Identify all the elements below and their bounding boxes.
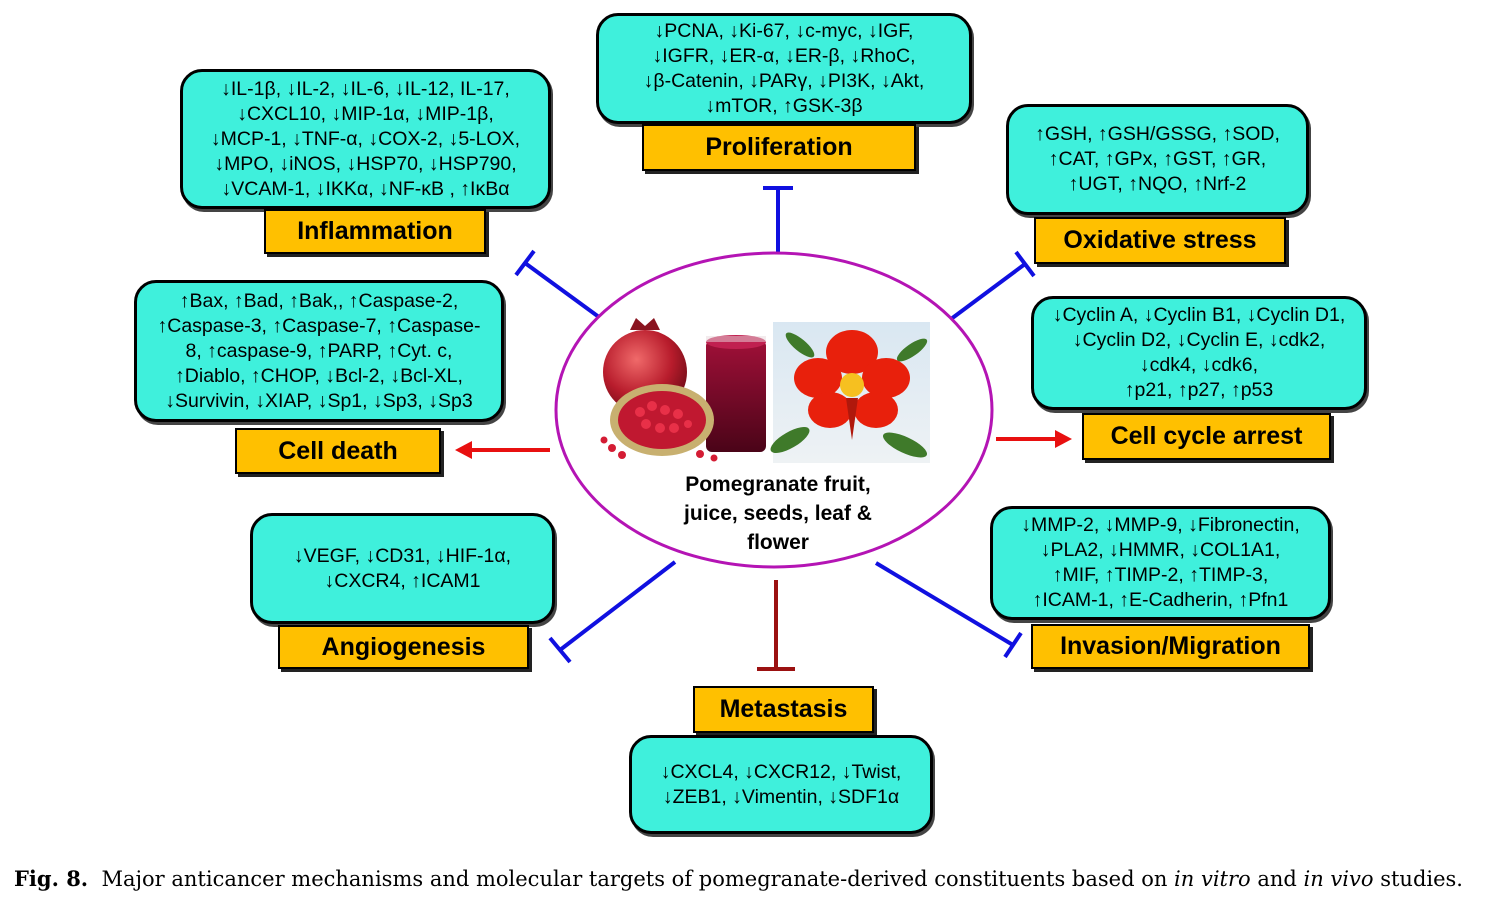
metastasis-targets: ↓CXCL4, ↓CXCR12, ↓Twist, ↓ZEB1, ↓Vimenti… — [629, 735, 933, 834]
edge-angiogenesis — [548, 560, 677, 664]
pomegranate-fruit-and-juice-image — [600, 318, 766, 462]
inflammation-targets: ↓IL-1β, ↓IL-2, ↓IL-6, ↓IL-12, IL-17, ↓CX… — [180, 69, 551, 209]
caption-italic-in-vivo: in vivo — [1303, 867, 1374, 891]
angiogenesis-targets: ↓VEGF, ↓CD31, ↓HIF-1α, ↓CXCR4, ↑ICAM1 — [250, 513, 555, 624]
edge-cell-cycle-arrest — [996, 430, 1072, 448]
caption-italic-in-vitro: in vitro — [1174, 867, 1251, 891]
caption-text-a: Major anticancer mechanisms and molecula… — [101, 867, 1175, 891]
figure-caption: Fig. 8. Major anticancer mechanisms and … — [14, 866, 1494, 891]
edge-oxidative-stress — [945, 250, 1036, 324]
invasion-migration-label: Invasion/Migration — [1031, 624, 1310, 669]
angiogenesis-label: Angiogenesis — [278, 625, 529, 669]
edge-metastasis — [757, 580, 795, 671]
edge-proliferation — [763, 186, 793, 262]
pomegranate-flower-image — [770, 322, 930, 463]
caption-text-c: studies. — [1373, 867, 1463, 891]
figure-label: Fig. 8. — [14, 866, 89, 891]
edge-invasion-migration — [874, 561, 1023, 659]
proliferation-targets: ↓PCNA, ↓Ki-67, ↓c-myc, ↓IGF, ↓IGFR, ↓ER-… — [596, 13, 972, 124]
cell-cycle-arrest-targets: ↓Cyclin A, ↓Cyclin B1, ↓Cyclin D1, ↓Cycl… — [1031, 296, 1367, 410]
caption-text-b: and — [1250, 867, 1304, 891]
edge-inflammation — [514, 249, 605, 322]
edge-cell-death — [455, 441, 550, 459]
center-caption: Pomegranate fruit, juice, seeds, leaf & … — [684, 473, 872, 554]
metastasis-label: Metastasis — [693, 686, 874, 733]
cell-cycle-arrest-label: Cell cycle arrest — [1082, 413, 1331, 460]
oxidative-stress-targets: ↑GSH, ↑GSH/GSSG, ↑SOD, ↑CAT, ↑GPx, ↑GST,… — [1006, 104, 1309, 215]
invasion-migration-targets: ↓MMP-2, ↓MMP-9, ↓Fibronectin, ↓PLA2, ↓HM… — [990, 506, 1331, 620]
diagram-canvas — [455, 186, 1072, 671]
proliferation-label: Proliferation — [642, 124, 916, 171]
inflammation-label: Inflammation — [264, 209, 486, 254]
cell-death-targets: ↑Bax, ↑Bad, ↑Bak,, ↑Caspase-2, ↑Caspase-… — [134, 280, 504, 422]
cell-death-label: Cell death — [235, 428, 441, 474]
oxidative-stress-label: Oxidative stress — [1034, 217, 1286, 264]
